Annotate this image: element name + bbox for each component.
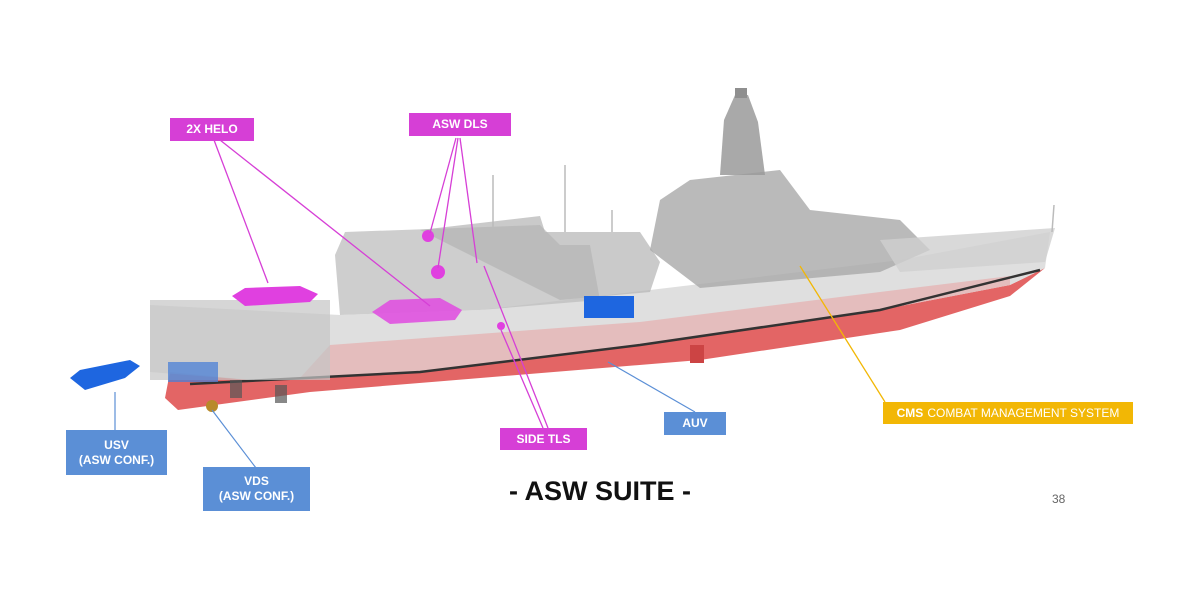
label-2x-helo-text: 2X HELO	[186, 122, 238, 136]
label-auv: AUV	[664, 412, 726, 435]
label-side-tls-text: SIDE TLS	[516, 431, 571, 446]
bridge-block	[650, 170, 930, 288]
label-side-tls: SIDE TLS	[500, 428, 587, 450]
dls-1-shape	[422, 230, 434, 242]
auv-shape	[584, 296, 634, 318]
superstructure-mid	[420, 216, 660, 300]
vds-shape	[206, 400, 218, 412]
label-asw-dls: ASW DLS	[409, 113, 511, 136]
label-cms-abbr: CMS	[896, 405, 924, 420]
label-2x-helo: 2X HELO	[170, 118, 254, 141]
label-vds-line1: VDS	[244, 474, 269, 488]
blue-leaders	[114, 361, 696, 469]
label-asw-dls-text: ASW DLS	[432, 117, 488, 131]
label-cms-text: COMBAT MANAGEMENT SYSTEM	[927, 405, 1120, 420]
magenta-leaders	[213, 137, 549, 429]
dls-2-shape	[431, 265, 445, 279]
mast	[720, 95, 765, 175]
helo-1-shape	[232, 286, 318, 306]
waterline	[189, 268, 1041, 386]
page-number: 38	[1052, 492, 1066, 506]
label-vds: VDS (ASW CONF.)	[203, 467, 310, 511]
label-vds-line2: (ASW CONF.)	[218, 489, 295, 503]
bow-deck	[880, 228, 1055, 272]
slide-title: - ASW SUITE -	[509, 476, 691, 506]
label-usv: USV (ASW CONF.)	[66, 430, 167, 475]
amber-leader	[799, 265, 886, 403]
tls-shape	[497, 322, 505, 330]
label-cms: CMS COMBAT MANAGEMENT SYSTEM	[883, 402, 1133, 424]
label-auv-text: AUV	[682, 416, 708, 430]
label-usv-line1: USV	[104, 437, 129, 452]
label-usv-line2: (ASW CONF.)	[78, 452, 155, 467]
helo-2-shape	[372, 298, 462, 324]
usv-shape	[70, 360, 140, 390]
